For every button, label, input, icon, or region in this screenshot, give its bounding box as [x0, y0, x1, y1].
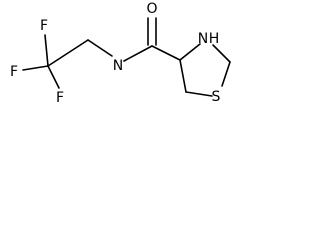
atom-f-top: F: [40, 18, 48, 34]
atom-amide-n: N: [113, 58, 123, 74]
bond-ring-s-c5: [185, 91, 213, 97]
bond-ring-nh-c2: [212, 44, 231, 63]
atom-carbonyl-o: O: [146, 1, 157, 17]
atom-f-left: F: [10, 64, 18, 80]
bond-ch2-amide-n: [87, 39, 113, 57]
bond-cf3-ch2: [47, 39, 89, 67]
bond-ring-c4-nh: [179, 43, 201, 61]
atom-f-bottom: F: [56, 90, 64, 106]
bond-amide-n-carbonyl-c: [123, 45, 153, 62]
bond-cf3-c-f-left: [22, 65, 49, 71]
bond-cf3-c-f-top: [44, 34, 49, 67]
atom-ring-s: S: [212, 89, 221, 105]
bond-ring-c2-s: [221, 61, 231, 87]
structure-diagram: F F F N O N H S: [10, 1, 231, 106]
bond-ring-c5-c4: [179, 59, 187, 93]
atom-ring-nh: N: [198, 31, 208, 47]
bond-cf3-c-f-bottom: [47, 65, 60, 89]
atom-ring-h: H: [209, 31, 220, 47]
bond-carbonyl-c-ring-c4: [151, 45, 181, 61]
